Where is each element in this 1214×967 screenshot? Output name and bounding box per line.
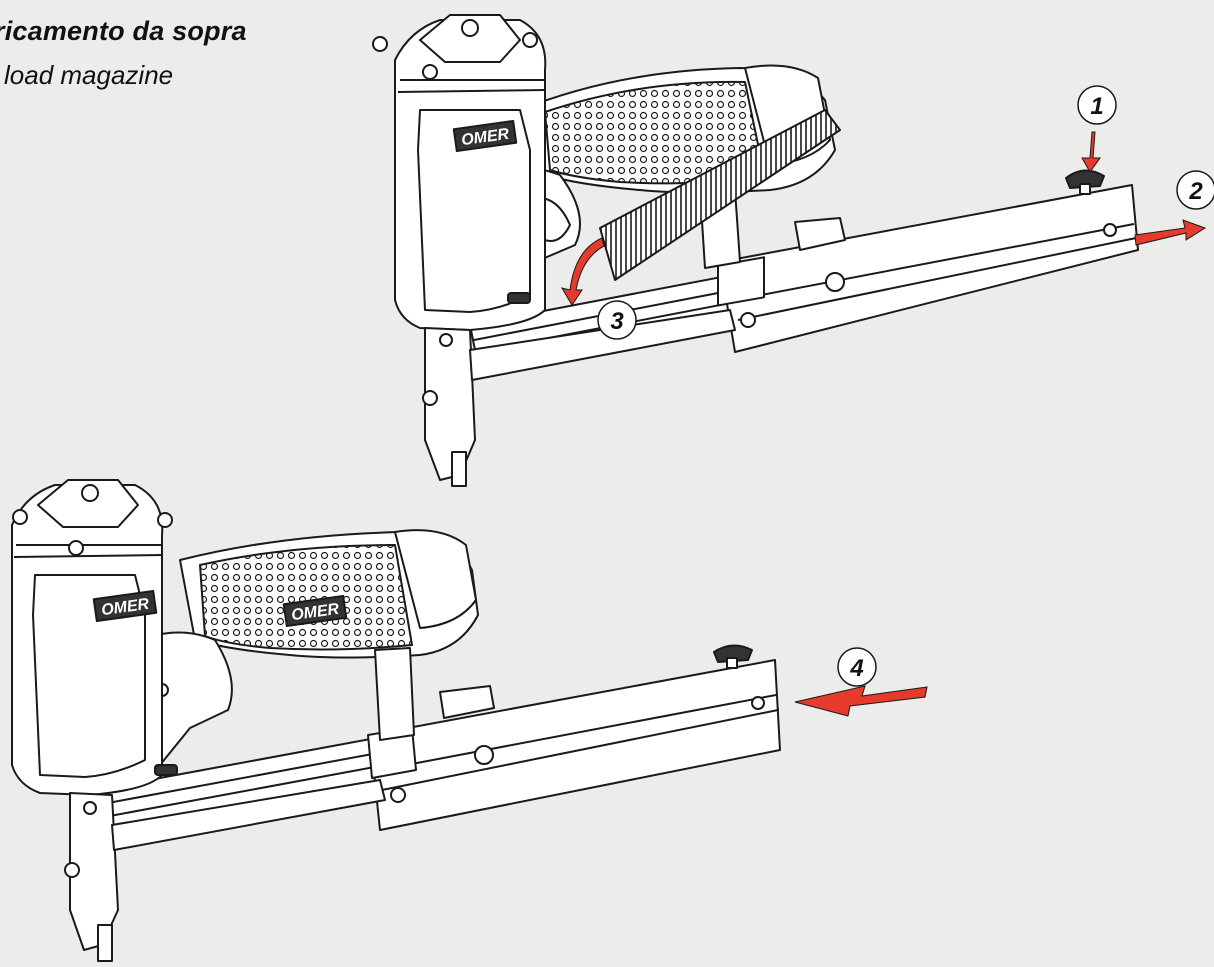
step-4-label: 4 [849,655,863,682]
head-cap-bottom [37,479,139,528]
head-cap-top [419,14,521,63]
step-2-label: 2 [1188,178,1203,205]
rail-bracket-bottom [439,685,495,719]
step-4-marker: 4 [794,647,928,717]
step-4-circle [837,647,877,687]
step-2-marker: 2 [1134,170,1214,246]
brand-label-top: OMER [460,126,510,150]
brand-label-bottom: OMER [100,596,150,620]
step-3-arrow [560,237,605,306]
pusher-button-top [1065,169,1105,189]
pusher-stem-top [1079,183,1091,195]
step-3-circle [597,300,637,340]
step-3-label: 3 [610,308,624,335]
title-english: load magazine [4,60,174,90]
step-2-arrow [1134,219,1207,246]
brand-plate-bottom [92,589,158,623]
slide-clamp-top [717,256,765,307]
step-1-circle [1077,85,1117,125]
step-1-arrow [1081,131,1101,173]
handle-end-cap-bottom [394,529,477,629]
pusher-button-bottom [713,644,753,663]
slide-screw-top [740,312,756,328]
step-3-marker: 3 [560,237,637,340]
step-2-circle [1176,170,1214,210]
stapler-bottom: OMER OMER [11,479,781,962]
handle-brand-plate-bottom [282,594,348,628]
cap-screw-top [461,19,479,37]
handle-grip-bottom [199,544,413,651]
nose-tip-top [451,451,467,487]
step-4-arrow [794,685,928,717]
step-1-marker: 1 [1077,85,1117,173]
magazine-slide-top [719,184,1139,353]
end-screw-bottom [751,696,765,710]
slide-knob-top [825,272,845,292]
title-italian: ricamento da sopra [0,16,247,46]
slide-screw-bottom [390,787,406,803]
head-housing-top [394,19,547,331]
staple-strip-top [599,109,841,281]
handle-strut-bottom [374,647,415,741]
brand-plate-top [452,119,518,153]
slide-knob-bottom [474,745,494,765]
step-1-label: 1 [1090,93,1103,120]
magazine-slide-bottom [369,659,781,831]
stapler-top: OMER [372,14,1139,487]
nose-tip-bottom [97,924,113,962]
handle-brand-label-bottom: OMER [290,601,340,625]
end-screw-top [1103,223,1117,237]
rail-bracket-top [794,217,846,251]
